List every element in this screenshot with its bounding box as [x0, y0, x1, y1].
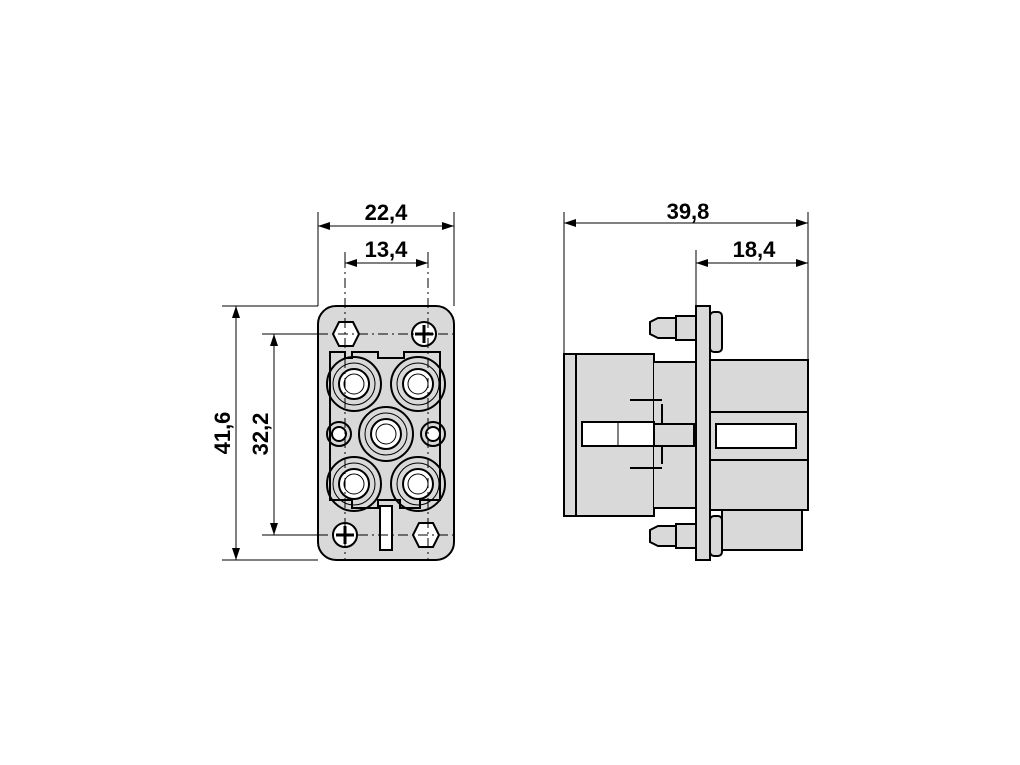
contact-bore-2 [390, 356, 446, 412]
coding-slot [379, 505, 393, 551]
side-rear-upper [709, 359, 809, 413]
guide-hole-right [420, 421, 446, 447]
dimension-length-rear: 18,4 [695, 237, 809, 306]
dimension-width-outer: 22,4 [317, 200, 455, 306]
guide-hole-left [326, 421, 352, 447]
contact-bore-3 [358, 406, 414, 462]
dim-length-rear-label: 18,4 [733, 237, 777, 262]
contact-bore-4 [326, 456, 382, 512]
dim-length-total-label: 39,8 [667, 199, 710, 224]
side-pin-shaft [653, 423, 695, 447]
side-cable-outlet [721, 509, 803, 551]
dimension-width-inner: 13,4 [344, 237, 429, 268]
dimension-length-total: 39,8 [563, 199, 809, 360]
contact-bore-1 [326, 356, 382, 412]
contact-bore-5 [390, 456, 446, 512]
side-rear-lower [709, 459, 809, 511]
side-flange [695, 305, 711, 561]
side-front-lip [563, 353, 577, 517]
dimension-height-outer: 41,6 [210, 305, 318, 561]
dim-width-inner-label: 13,4 [365, 237, 409, 262]
side-rear-window [715, 423, 797, 449]
dimension-height-inner: 32,2 [248, 333, 318, 536]
dim-height-outer-label: 41,6 [210, 412, 235, 455]
front-view [317, 258, 455, 561]
dim-height-inner-label: 32,2 [248, 413, 273, 456]
side-screw-bottom-icon [649, 515, 723, 557]
side-screw-top-icon [649, 311, 723, 353]
dim-width-outer-label: 22,4 [365, 200, 409, 225]
side-view [563, 305, 809, 561]
